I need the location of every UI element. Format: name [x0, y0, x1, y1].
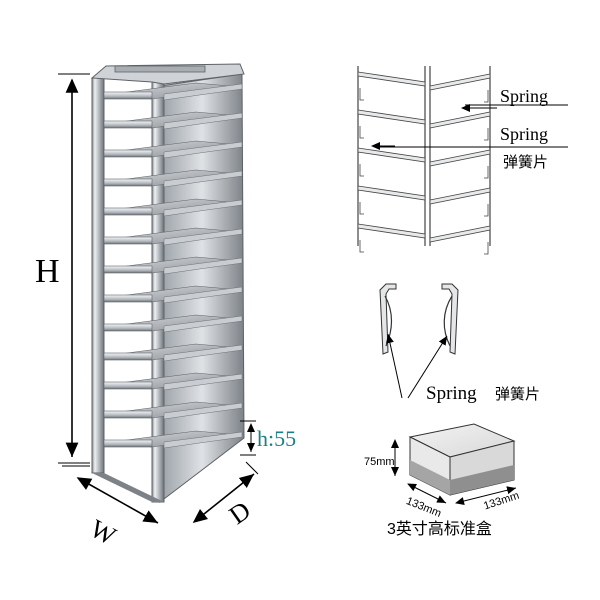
rack-front-bar [103, 265, 153, 274]
rack-side-bar [163, 315, 243, 333]
storage-box: 75mm 133mm 133mm 3英寸高标准盒 [364, 423, 521, 538]
height-dimension: H [35, 73, 90, 464]
detail-clip [484, 128, 489, 141]
detail-shelf-right [429, 225, 491, 243]
detail-clip [484, 242, 489, 255]
rack-front-bar [103, 439, 153, 448]
spring-label-mid: Spring [426, 383, 477, 404]
rack-side-bar [163, 344, 243, 362]
detail-shelf-left [357, 71, 426, 87]
detail-shelf-right [429, 111, 491, 129]
rack-front-bar [103, 149, 153, 158]
detail-clip [359, 240, 364, 253]
width-label: W [85, 514, 121, 551]
rack-side-bar [163, 431, 243, 449]
spring-cn-label-top: 弹簧片 [503, 154, 548, 171]
spring-detail-top: Spring Spring 弹簧片 [357, 66, 568, 255]
rack-front-bar [103, 410, 153, 419]
box-caption: 3英寸高标准盒 [387, 520, 492, 538]
detail-clip [484, 90, 489, 103]
shelf-height-label: h:55 [257, 426, 296, 451]
detail-clip [359, 164, 364, 177]
detail-shelf-left [357, 185, 426, 201]
detail-clip [484, 166, 489, 179]
detail-shelf-right [429, 149, 491, 167]
detail-shelf-right [429, 187, 491, 205]
box-depth-label: 133mm [482, 490, 521, 513]
rack [90, 63, 245, 504]
rack-side-bar [163, 286, 243, 304]
rack-side-bar [163, 373, 243, 391]
detail-shelf-right [429, 73, 491, 91]
spring-cn-label-mid: 弹簧片 [495, 386, 540, 403]
rack-front-bar [103, 236, 153, 245]
spring-detail-mid: Spring 弹簧片 [379, 283, 540, 404]
spring-label-2: Spring [500, 124, 548, 144]
detail-clip [359, 202, 364, 215]
rack-side-bar [163, 199, 243, 217]
rack-front-bar [103, 178, 153, 187]
rack-front-bar [103, 120, 153, 129]
detail-shelf-left [357, 223, 426, 239]
box-height-label: 75mm [364, 456, 395, 468]
rack-front-bar [103, 323, 153, 332]
detail-clip [359, 126, 364, 139]
detail-shelf-left [357, 109, 426, 125]
depth-dimension: D [192, 461, 259, 530]
rack-side-bar [163, 141, 243, 159]
rack-side-bar [163, 112, 243, 130]
detail-clip [359, 88, 364, 101]
rack-side-bar [163, 228, 243, 246]
rack-front-bar [103, 207, 153, 216]
rack-front-bar [103, 91, 153, 100]
rack-front-bar [103, 352, 153, 361]
rack-front-bar [103, 381, 153, 390]
rack-side-bar [163, 170, 243, 188]
depth-label: D [224, 495, 256, 530]
rack-side-bar [163, 257, 243, 275]
shelf-dimension: h:55 [240, 420, 296, 456]
detail-shelf-left [357, 147, 426, 163]
rack-side-bar [163, 402, 243, 420]
spring-label-1: Spring [500, 86, 548, 106]
detail-clip [484, 204, 489, 217]
height-label: H [35, 253, 60, 290]
rack-side-bar [163, 83, 243, 101]
rack-front-bar [103, 294, 153, 303]
